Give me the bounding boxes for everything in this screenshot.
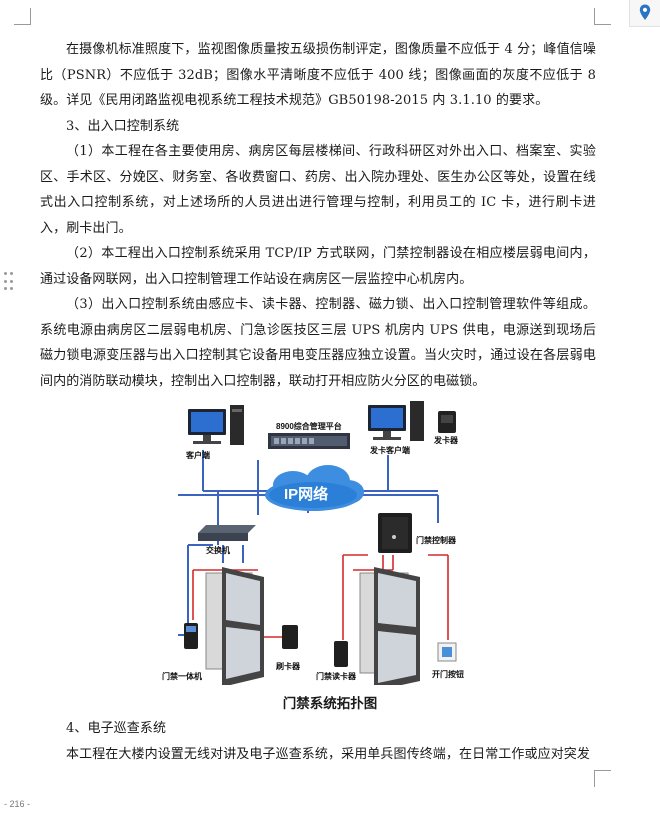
card-reader-label: 刷卡器: [275, 661, 301, 671]
exit-button-icon: [437, 642, 457, 662]
paragraph: （1）本工程在各主要使用房、病房区每层楼梯间、行政科研区对外出入口、档案室、实验…: [40, 144, 596, 236]
paragraph: （3）出入口控制系统由感应卡、读卡器、控制器、磁力锁、出入口控制管理软件等组成。…: [40, 297, 596, 389]
location-pin-icon: [639, 4, 651, 20]
controller-label: 门禁控制器: [416, 535, 457, 545]
section-heading: 4、电子巡查系统: [66, 721, 167, 736]
crop-mark-top-left: [14, 8, 31, 25]
card-reader-icon: [282, 625, 298, 649]
topology-figure: 客户端 8900综合管理平台 发卡客户端 发卡器: [162, 401, 464, 685]
crop-mark-top-right: [594, 8, 611, 25]
switch-icon: [198, 525, 256, 541]
page-number: - 216 -: [4, 799, 31, 809]
section-heading: 3、出入口控制系统: [66, 118, 180, 134]
document-body: 在摄像机标准照度下，监视图像质量按五级损伤制评定，图像质量不应低于 4 分；峰值…: [40, 37, 596, 394]
card-issuer-label: 发卡器: [433, 435, 459, 445]
crop-mark-bottom-right: [594, 770, 611, 787]
client-computer-icon: [188, 405, 244, 445]
exit-button-label: 开门按钮: [432, 669, 464, 679]
left-door-icon: [205, 567, 264, 685]
card-client-computer-icon: [368, 401, 424, 441]
door-controller-icon: [378, 513, 412, 553]
paragraph: （2）本工程出入口控制系统采用 TCP/IP 方式联网，门禁控制器设在相应楼层弱…: [40, 246, 596, 287]
switch-label: 交换机: [206, 545, 230, 555]
ip-network-label: IP网络: [284, 485, 328, 503]
platform-server-icon: [268, 433, 350, 449]
client-label: 客户端: [185, 450, 210, 460]
paragraph: 在摄像机标准照度下，监视图像质量按五级损伤制评定，图像质量不应低于 4 分；峰值…: [40, 42, 596, 108]
card-issuer-icon: [438, 411, 456, 433]
ip-network-cloud-icon: [265, 465, 364, 511]
location-pin-button[interactable]: [629, 0, 660, 27]
all-in-one-device-icon: [184, 623, 198, 649]
access-control-topology-diagram: 客户端 8900综合管理平台 发卡客户端 发卡器: [148, 395, 484, 685]
card-client-label: 发卡客户端: [369, 445, 410, 455]
drag-handle-icon[interactable]: [4, 272, 14, 292]
platform-label: 8900综合管理平台: [276, 421, 342, 431]
document-body-continued: 4、电子巡查系统 本工程在大楼内设置无线对讲及电子巡查系统，采用单兵图传终端，在…: [40, 716, 596, 767]
figure-caption: 门禁系统拓扑图: [282, 696, 378, 711]
all-in-one-label: 门禁一体机: [162, 671, 202, 681]
right-door-icon: [359, 567, 420, 685]
door-reader-icon: [334, 641, 348, 667]
paragraph: 本工程在大楼内设置无线对讲及电子巡查系统，采用单兵图传终端，在日常工作或应对突发: [66, 746, 591, 762]
door-reader-label: 门禁读卡器: [316, 671, 357, 681]
